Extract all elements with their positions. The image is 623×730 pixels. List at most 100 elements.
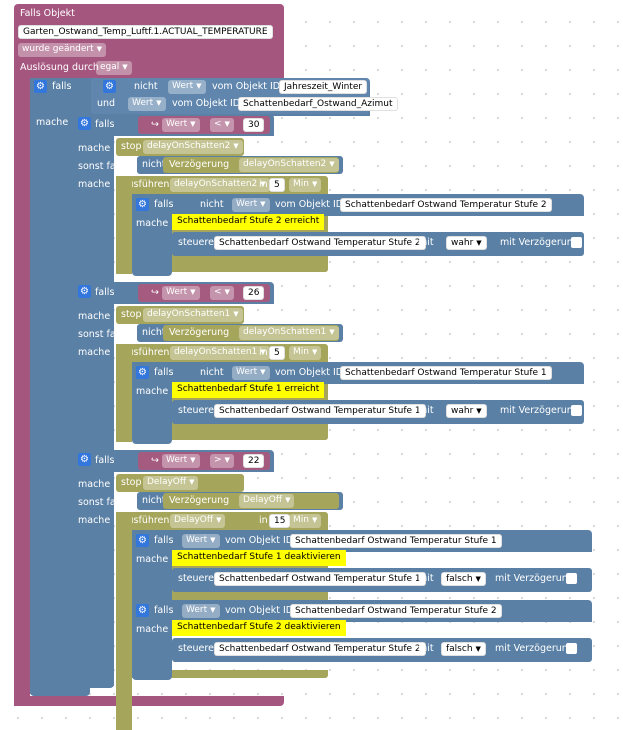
value-dropdown[interactable]: Wert▼: [182, 534, 220, 548]
number-field[interactable]: 30: [243, 118, 265, 132]
gear-icon[interactable]: ⚙: [78, 285, 91, 298]
and-label: und: [97, 98, 116, 109]
gear-icon[interactable]: ⚙: [103, 80, 116, 93]
value-dropdown[interactable]: Wert▼: [162, 286, 200, 300]
from-object-label: vom Objekt ID: [275, 199, 344, 210]
boolean-dropdown[interactable]: wahr▼: [446, 404, 487, 418]
trigger-object-id[interactable]: Garten_Ostwand_Temp_Luftf.1.ACTUAL_TEMPE…: [18, 25, 273, 39]
in-label: in: [259, 347, 268, 358]
with-label: mit: [418, 237, 434, 248]
value-dropdown[interactable]: Wert▼: [232, 198, 270, 212]
comment-block[interactable]: Schattenbedarf Stufe 2 erreicht: [172, 214, 325, 230]
unit-dropdown[interactable]: Min▼: [289, 346, 322, 360]
value-dropdown[interactable]: Wert▼: [162, 454, 200, 468]
gear-icon[interactable]: ⚙: [78, 117, 91, 130]
with-label: mit: [418, 643, 434, 654]
delay-check-block[interactable]: [163, 493, 339, 509]
trigger-dropdown[interactable]: egal▼: [96, 61, 132, 75]
timer-dropdown[interactable]: DelayOff▼: [143, 476, 199, 490]
timer-dropdown[interactable]: delayOnSchatten1▼: [143, 308, 243, 322]
inner-do-label: mache: [136, 218, 169, 229]
not-label: nicht: [200, 367, 224, 378]
number-field[interactable]: 22: [243, 454, 265, 468]
value-dropdown[interactable]: Wert▼: [168, 80, 206, 94]
delay-check-block[interactable]: [163, 325, 339, 341]
do-label: mache: [78, 347, 111, 358]
control-object-field[interactable]: Schattenbedarf Ostwand Temperatur Stufe …: [214, 572, 426, 586]
unit-dropdown[interactable]: Min▼: [289, 178, 322, 192]
with-delay-checkbox[interactable]: [571, 237, 582, 248]
compare-block[interactable]: [138, 284, 270, 302]
object-id-field[interactable]: Schattenbedarf Ostwand Temperatur Stufe …: [340, 198, 552, 212]
operator-dropdown[interactable]: <▼: [210, 118, 234, 132]
timer-dropdown[interactable]: delayOnSchatten2▼: [143, 140, 243, 154]
gear-icon[interactable]: ⚙: [136, 366, 149, 379]
gear-icon[interactable]: ⚙: [136, 198, 149, 211]
control-object-field[interactable]: Schattenbedarf Ostwand Temperatur Stufe …: [214, 642, 426, 656]
outer-if-bottom: [30, 686, 90, 696]
exec-label: Ausführen: [121, 515, 170, 526]
boolean-dropdown[interactable]: falsch▼: [441, 572, 486, 586]
gear-icon[interactable]: ⚙: [136, 604, 149, 617]
from-object-label: vom Objekt ID: [212, 81, 281, 92]
delay-field[interactable]: 5: [269, 346, 285, 360]
gear-icon[interactable]: ⚙: [78, 453, 91, 466]
operator-dropdown[interactable]: >▼: [210, 454, 234, 468]
boolean-dropdown[interactable]: falsch▼: [441, 642, 486, 656]
exec-label: Ausführen: [121, 347, 170, 358]
not-label: nicht: [142, 159, 166, 170]
if-block-spine: [74, 450, 114, 686]
event-block[interactable]: [14, 4, 284, 78]
timer-dropdown[interactable]: delayOnSchatten1▼: [239, 326, 339, 340]
delay-check-block[interactable]: [163, 157, 339, 173]
inner-if-label: falls: [154, 605, 174, 616]
value-dropdown[interactable]: Wert▼: [182, 604, 220, 618]
comment-block[interactable]: Schattenbedarf Stufe 1 erreicht: [172, 382, 325, 398]
value-dropdown[interactable]: Wert▼: [232, 366, 270, 380]
timer-dropdown[interactable]: delayOnSchatten2▼: [170, 178, 270, 192]
timer-dropdown[interactable]: delayOnSchatten2▼: [239, 158, 339, 172]
with-delay-label: mit Verzögerung: [500, 237, 579, 248]
stop-timer-block[interactable]: [116, 474, 244, 492]
value-dropdown[interactable]: Wert▼: [162, 118, 200, 132]
value-reporter-icon: ↪: [151, 119, 159, 130]
with-delay-checkbox[interactable]: [566, 573, 577, 584]
timer-dropdown[interactable]: delayOnSchatten1▼: [170, 346, 270, 360]
operator-dropdown[interactable]: <▼: [210, 286, 234, 300]
delay-field[interactable]: 15: [269, 514, 291, 528]
compare-block[interactable]: [138, 116, 270, 134]
delay-field[interactable]: 5: [269, 178, 285, 192]
comment-block[interactable]: Schattenbedarf Stufe 2 deaktivieren: [172, 620, 346, 636]
value-dropdown[interactable]: Wert▼: [128, 97, 166, 111]
value-reporter-icon: ↪: [151, 455, 159, 466]
number-field[interactable]: 26: [243, 286, 265, 300]
gear-icon[interactable]: ⚙: [34, 80, 47, 93]
object-id-field[interactable]: Jahreszeit_Winter: [279, 80, 368, 94]
timer-dropdown[interactable]: DelayOff▼: [170, 514, 226, 528]
object-id-field[interactable]: Schattenbedarf Ostwand Temperatur Stufe …: [340, 366, 552, 380]
stop-timer-block[interactable]: [116, 306, 244, 324]
in-label: in: [259, 179, 268, 190]
with-delay-checkbox[interactable]: [571, 405, 582, 416]
control-object-field[interactable]: Schattenbedarf Ostwand Temperatur Stufe …: [214, 236, 426, 250]
comment-block[interactable]: Schattenbedarf Stufe 1 deaktivieren: [172, 550, 346, 566]
inner-if-bottom: [132, 434, 172, 444]
object-id-field[interactable]: Schattenbedarf_Ostwand_Azimut: [238, 97, 398, 111]
stop-timer-block[interactable]: [116, 138, 244, 156]
with-delay-label: mit Verzögerung: [495, 643, 574, 654]
do-label: mache: [78, 179, 111, 190]
object-id-field[interactable]: Schattenbedarf Ostwand Temperatur Stufe …: [290, 604, 502, 618]
control-object-field[interactable]: Schattenbedarf Ostwand Temperatur Stufe …: [214, 404, 426, 418]
timer-dropdown[interactable]: DelayOff▼: [239, 494, 295, 508]
object-id-field[interactable]: Schattenbedarf Ostwand Temperatur Stufe …: [290, 534, 502, 548]
gear-icon[interactable]: ⚙: [136, 534, 149, 547]
unit-dropdown[interactable]: Min▼: [289, 514, 322, 528]
with-delay-checkbox[interactable]: [566, 643, 577, 654]
inner-do-label: mache: [136, 554, 169, 565]
delay-label: Verzögerung: [169, 159, 230, 170]
boolean-dropdown[interactable]: wahr▼: [446, 236, 487, 250]
compare-block[interactable]: [138, 452, 270, 470]
condition-dropdown[interactable]: wurde geändert▼: [18, 43, 107, 57]
if-block-bottom: [74, 274, 114, 282]
not-label: nicht: [142, 327, 166, 338]
